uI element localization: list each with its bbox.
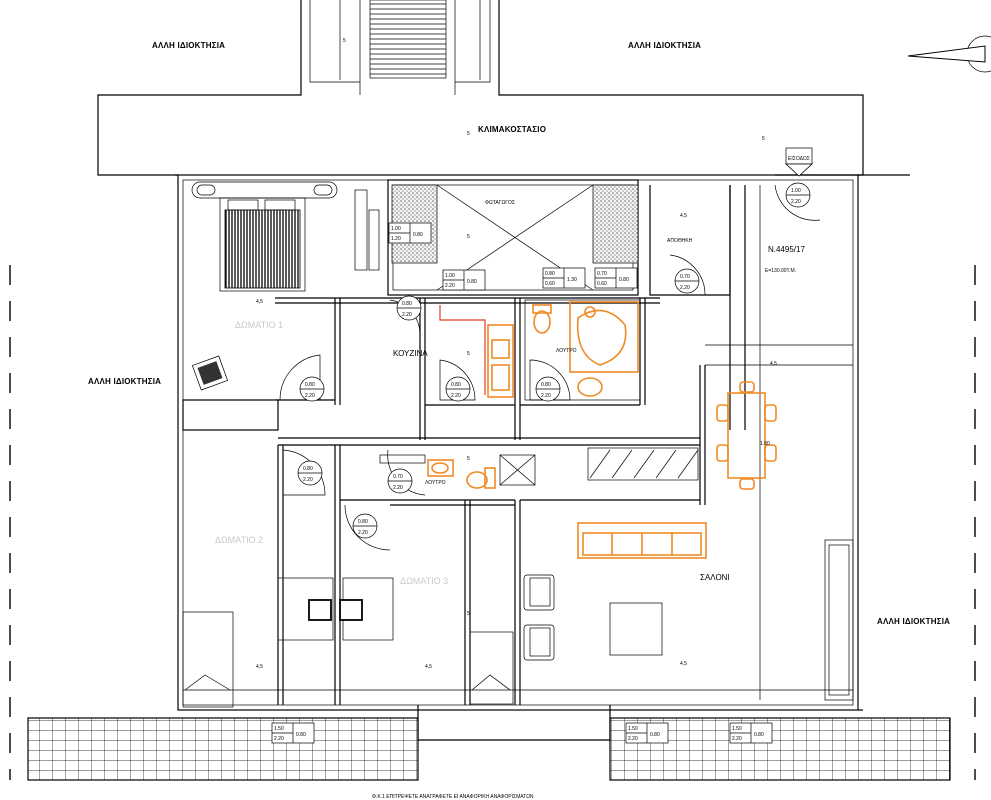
tag-text: 0.80 (467, 279, 477, 285)
dim-text: 5 (467, 351, 470, 357)
dim-text: 4,5 (256, 664, 263, 670)
tag-text: 2.20 (791, 199, 801, 205)
tag-text: 0.60 (597, 281, 607, 287)
tag-text: 0.80 (305, 382, 315, 388)
dimension-markers: 5 5 5 5 5 5 5 1.80 4,5 4,5 4,5 4,5 4,5 4… (256, 38, 777, 670)
balcony-left (27, 717, 419, 781)
sofa (577, 522, 707, 559)
door-tag-entry: 1.00 2.20 ΕΙΣΟΔΟΣ (785, 156, 811, 208)
tag-text: 0.80 (754, 732, 764, 738)
label-street-left: ΑΛΛΗ ΙΔΙΟΚΤΗΣΙΑ (88, 377, 161, 386)
door-tag-kitchen: 0.80 2.20 (396, 295, 422, 321)
tag-text: 1.00 (445, 273, 455, 279)
dim-text: 4,5 (425, 664, 432, 670)
dim-text: 5 (343, 38, 346, 44)
door-tag-bath1: 0.80 2.20 (535, 376, 561, 402)
dim-text: 5 (467, 611, 470, 617)
top-structure (97, 0, 864, 176)
tag-text: 2.20 (680, 285, 690, 291)
label-room-3: ΔΩΜΑΤΙΟ 3 (400, 576, 448, 586)
tag-text: 2.20 (303, 477, 313, 483)
door-tag-room2: 0.80 2.20 (297, 460, 323, 486)
label-street-right: ΑΛΛΗ ΙΔΙΟΚΤΗΣΙΑ (877, 617, 950, 626)
tag-text: 1.30 (567, 277, 577, 283)
tag-text: 0.80 (358, 519, 368, 525)
kitchen-counter (439, 305, 514, 398)
label-living: ΣΑΛΟΝΙ (700, 573, 730, 582)
dim-text: 1.80 (760, 441, 770, 447)
label-area: E=130.00Τ.Μ. (765, 268, 796, 274)
label-lightwell: ΦΩΤΑΓΩΓΟΣ (485, 200, 515, 206)
tag-text: 2.20 (541, 393, 551, 399)
door-tag-storage: 0.70 2.20 (674, 268, 700, 294)
tag-text: 2.20 (732, 736, 742, 742)
text-labels: ΑΛΛΗ ΙΔΙΟΚΤΗΣΙΑ ΑΛΛΗ ΙΔΙΟΚΤΗΣΙΑ ΑΛΛΗ ΙΔΙ… (88, 41, 950, 800)
dining-table (716, 381, 777, 490)
dim-text: 4,5 (680, 661, 687, 667)
tag-text: 0.70 (597, 271, 607, 277)
window-tags: 1.00 1.20 0.80 1.00 2.20 0.80 0.80 0.60 … (271, 222, 773, 744)
label-room-1: ΔΩΜΑΤΙΟ 1 (235, 320, 283, 330)
living-furniture (523, 539, 854, 701)
tag-text: 2.20 (451, 393, 461, 399)
dim-text: 5 (467, 131, 470, 137)
property-boundaries (9, 265, 976, 780)
label-stairwell: ΚΛΙΜΑΚΟΣΤΑΣΙΟ (478, 125, 546, 134)
tag-text: 1.50 (628, 726, 638, 732)
tag-text: 2.20 (402, 312, 412, 318)
dim-text: 5 (467, 234, 470, 240)
tag-text: 0.80 (451, 382, 461, 388)
tag-text: ΕΙΣΟΔΟΣ (788, 156, 810, 162)
label-footer: Φ.Κ.1 ΕΠΙΤΡΕΨΕΤΕ ΑΝΑΓΡΑΦΕΤΕ ΕΙ ΑΝΑΦΟΡΙΚΗ… (372, 794, 534, 800)
tag-text: 0.80 (545, 271, 555, 277)
tag-text: 0.80 (296, 732, 306, 738)
bath-1-fixtures (524, 299, 641, 401)
label-bath-1: ΛΟΥΤΡΟ (556, 348, 577, 354)
tag-text: 0.80 (541, 382, 551, 388)
tag-text: 0.80 (303, 466, 313, 472)
label-apartment-no: N.4495/17 (768, 245, 805, 254)
tag-text: 0.60 (545, 281, 555, 287)
door-tag-room3: 0.80 2.20 (352, 513, 378, 539)
tag-text: 1.00 (791, 188, 801, 194)
internal-walls (182, 179, 853, 705)
door-swings (279, 147, 821, 551)
door-tag-bath2: 0.70 2.20 (387, 468, 413, 494)
dim-text: 5 (467, 456, 470, 462)
tag-text: 0.70 (680, 274, 690, 280)
bedroom-1-bed (191, 181, 380, 292)
label-street-top-left: ΑΛΛΗ ΙΔΙΟΚΤΗΣΙΑ (152, 41, 225, 50)
bedroom-2-3-desks (182, 577, 514, 708)
dim-text: 4,5 (770, 361, 777, 367)
door-tag-room1: 0.80 2.20 (299, 376, 325, 402)
north-arrow-icon (907, 35, 991, 73)
tag-text: 2.20 (358, 530, 368, 536)
tag-text: 0.80 (413, 232, 423, 238)
tag-text: 0.80 (650, 732, 660, 738)
tag-text: 2.20 (274, 736, 284, 742)
label-room-2: ΔΩΜΑΤΙΟ 2 (215, 535, 263, 545)
tag-text: 0.80 (402, 301, 412, 307)
tag-text: 1.20 (391, 236, 401, 242)
label-bath-2: ΛΟΥΤΡΟ (425, 480, 446, 486)
door-tag-kitchen-lower: 0.80 2.20 (445, 376, 471, 402)
tag-text: 0.70 (393, 474, 403, 480)
tag-text: 0.80 (619, 277, 629, 283)
bath-2-fixtures (427, 459, 496, 489)
tag-text: 1.50 (732, 726, 742, 732)
armchair (191, 355, 229, 391)
dim-text: 5 (762, 136, 765, 142)
tag-text: 2.20 (445, 283, 455, 289)
tag-text: 2.20 (305, 393, 315, 399)
label-street-top-right: ΑΛΛΗ ΙΔΙΟΚΤΗΣΙΑ (628, 41, 701, 50)
label-kitchen: ΚΟΥΖΙΝΑ (393, 349, 428, 358)
tag-text: 2.20 (393, 485, 403, 491)
tag-text: 1.00 (391, 226, 401, 232)
dim-text: 4,5 (256, 299, 263, 305)
dim-text: 4,5 (680, 213, 687, 219)
label-storage: ΑΠΟΘΗΚΗ (667, 238, 693, 244)
tag-text: 2.20 (628, 736, 638, 742)
tag-text: 1.50 (274, 726, 284, 732)
